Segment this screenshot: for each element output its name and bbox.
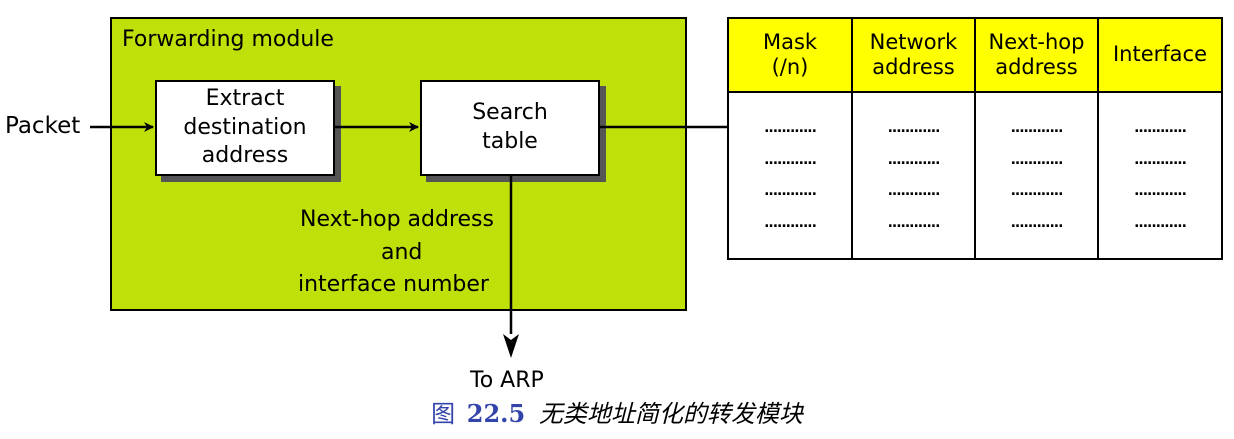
table-cell: ............ [887, 215, 941, 232]
table-cell: ............ [764, 183, 817, 200]
next-hop-output-label-line-1: Next-hop address [300, 207, 494, 232]
header-mask-line-1: Mask [762, 29, 818, 54]
table-cell: ............ [1134, 119, 1187, 136]
to-arp-label: To ARP [470, 368, 544, 393]
caption-number: 22.5 [466, 399, 526, 428]
search-line-1: Search [472, 100, 548, 126]
table-cell: ............ [764, 215, 817, 232]
table-cell: ............ [1134, 151, 1187, 168]
table-cell: ............ [1010, 151, 1064, 168]
packet-label: Packet [5, 113, 81, 139]
figure-caption: 图 22.5 无类地址简化的转发模块 [0, 399, 1234, 429]
table-cell: ............ [887, 183, 941, 200]
header-interface-line-1: Interface [1112, 42, 1208, 67]
table-cell: ............ [1010, 119, 1064, 136]
header-next-hop-address: Next-hop address [976, 19, 1099, 93]
caption-prefix: 图 [431, 400, 456, 428]
table-cell: ............ [1134, 183, 1187, 200]
table-cell: ............ [764, 151, 817, 168]
search-table-box: Search table [420, 80, 600, 176]
header-interface: Interface [1099, 19, 1221, 93]
module-title: Forwarding module [122, 27, 334, 52]
table-cell: ............ [1010, 215, 1064, 232]
next-hop-output-label-line-3: interface number [298, 272, 489, 297]
header-network-line-1: Network [869, 29, 958, 54]
column-interface-cells: ............ ............ ............ .… [1099, 93, 1221, 258]
table-cell: ............ [764, 119, 817, 136]
table-cell: ............ [887, 151, 941, 168]
table-cell: ............ [887, 119, 941, 136]
column-mask-cells: ............ ............ ............ .… [729, 93, 853, 258]
header-mask-line-2: (/n) [771, 55, 809, 79]
header-nexthop-line-1: Next-hop [988, 29, 1085, 54]
header-mask: Mask (/n) [729, 19, 853, 93]
to-arp-arrowhead [503, 334, 519, 358]
extract-destination-box: Extract destination address [155, 80, 335, 176]
caption-text: 无类地址简化的转发模块 [538, 400, 803, 428]
extract-line-1: Extract [205, 86, 285, 112]
next-hop-output-label-line-2: and [381, 240, 423, 265]
column-network-cells: ............ ............ ............ .… [853, 93, 976, 258]
header-network-line-2: address [872, 55, 955, 79]
extract-line-3: address [201, 143, 289, 169]
header-network-address: Network address [853, 19, 976, 93]
column-nexthop-cells: ............ ............ ............ .… [976, 93, 1099, 258]
extract-line-2: destination [183, 114, 307, 140]
table-cell: ............ [1134, 215, 1187, 232]
search-line-2: table [482, 129, 538, 154]
header-nexthop-line-2: address [995, 55, 1078, 79]
routing-table: Mask (/n) Network address Next-hop addre… [727, 17, 1223, 260]
table-cell: ............ [1010, 183, 1064, 200]
